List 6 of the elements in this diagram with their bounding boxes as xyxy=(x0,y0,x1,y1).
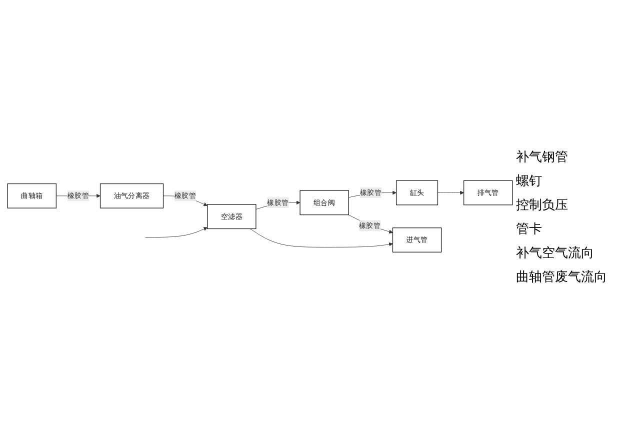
part-label: 管卡 xyxy=(516,220,543,238)
part-label: 螺钉 xyxy=(516,172,543,190)
part-label: 曲轴管废气流向 xyxy=(516,268,608,286)
part-label: 补气钢管 xyxy=(516,148,569,166)
part-label: 控制负压 xyxy=(516,196,569,214)
part-label: 补气空气流向 xyxy=(516,244,595,262)
